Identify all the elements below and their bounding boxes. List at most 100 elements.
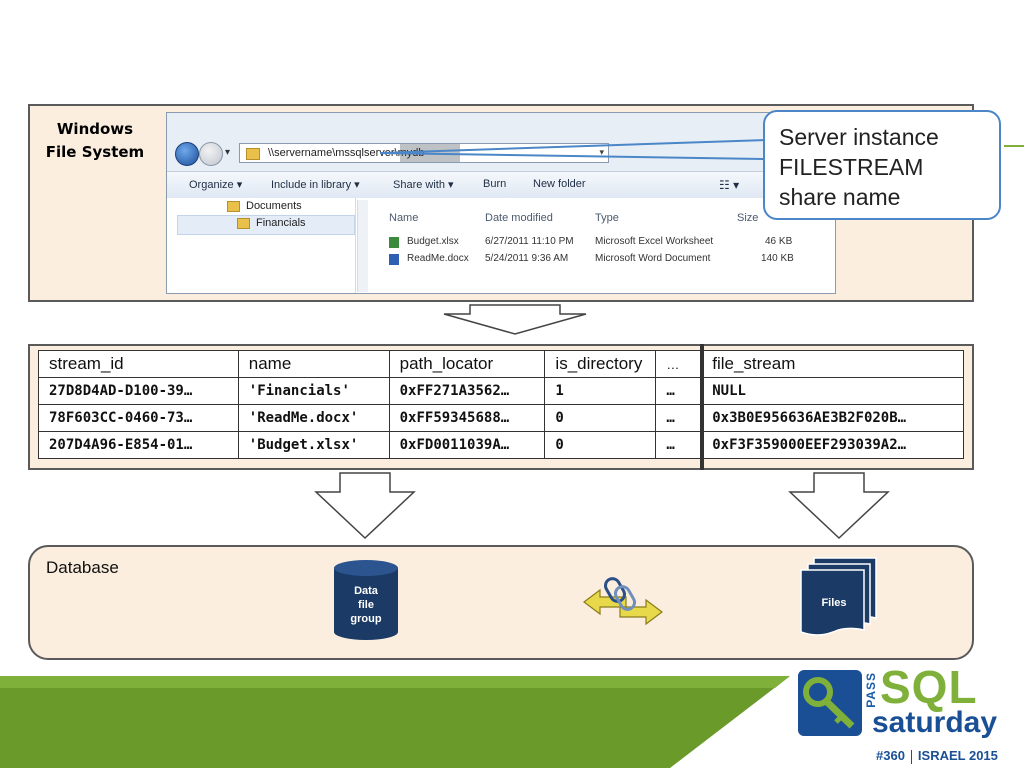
table-row: 78F603CC-0460-73… 'ReadMe.docx' 0xFF5934…: [38, 404, 964, 432]
file-name: Budget.xlsx: [407, 236, 459, 247]
files-stack-icon: [800, 557, 877, 636]
label-line: Data: [354, 585, 378, 597]
pointer-line: [380, 139, 766, 154]
tree-selection: [177, 215, 355, 235]
column-header: is_directory: [544, 350, 657, 378]
callout-line: FILESTREAM: [779, 154, 924, 180]
files-label: Files: [821, 597, 847, 609]
include-in-library-button[interactable]: Include in library ▾: [271, 179, 360, 191]
table-cell: 0xFD0011039A…: [388, 431, 546, 459]
windows-file-system-label: Windows File System: [45, 120, 145, 161]
organize-button[interactable]: Organize ▾: [189, 179, 243, 191]
green-band: [0, 676, 790, 768]
table-header-row: stream_id name path_locator is_directory…: [38, 350, 964, 378]
folder-icon: [227, 200, 240, 212]
view-options-icon[interactable]: ☷ ▾: [719, 178, 740, 192]
divider: [353, 216, 354, 276]
table-cell: 27D8D4AD-D100-39…: [38, 377, 239, 405]
back-button[interactable]: [175, 142, 199, 166]
folder-icon: [246, 148, 260, 160]
tree-scrollbar[interactable]: [357, 200, 368, 292]
file-row[interactable]: ReadMe.docx 5/24/2011 9:36 AM Microsoft …: [385, 253, 835, 269]
chevron-down-icon[interactable]: ▾: [599, 147, 604, 157]
logo-event-text: #360 ISRAEL 2015: [876, 748, 998, 764]
label-line: file: [358, 599, 374, 611]
table-cell: NULL: [701, 377, 964, 405]
table-divider: [700, 344, 704, 470]
folder-icon: [237, 217, 250, 229]
table-cell: 1: [544, 377, 657, 405]
tree-item-documents[interactable]: Documents: [227, 200, 302, 216]
label-line: group: [350, 613, 382, 625]
table-row: 27D8D4AD-D100-39… 'Financials' 0xFF271A3…: [38, 377, 964, 405]
pointer-line: [380, 152, 766, 160]
table-cell: 0xF3F359000EEF293039A2…: [701, 431, 964, 459]
sqlsaturday-key-logo-icon: [798, 670, 862, 736]
tree-item-label: Documents: [246, 200, 302, 212]
data-file-group-label: Data file group: [336, 584, 396, 626]
database-cylinder-icon: [334, 560, 398, 640]
file-name: ReadMe.docx: [407, 253, 469, 264]
file-size: 140 KB: [761, 253, 794, 264]
explorer-content: Documents Financials Name Date modified …: [167, 198, 835, 293]
tree-item-label: Financials: [256, 217, 306, 229]
file-modified: 6/27/2011 11:10 PM: [485, 236, 574, 247]
filetable: stream_id name path_locator is_directory…: [38, 350, 964, 459]
column-date-modified[interactable]: Date modified: [485, 212, 553, 224]
file-type: Microsoft Excel Worksheet: [595, 236, 714, 247]
link-transfer-icon: [583, 577, 663, 626]
database-label: Database: [46, 558, 119, 577]
column-header: …: [655, 350, 703, 378]
file-size: 46 KB: [765, 236, 793, 247]
down-arrow-icon: [314, 472, 416, 540]
table-cell: 0: [544, 431, 657, 459]
down-arrow-icon: [788, 472, 890, 540]
callout-line: Server instance: [779, 124, 939, 150]
column-header: stream_id: [38, 350, 239, 378]
burn-button[interactable]: Burn: [483, 178, 507, 190]
column-header: file_stream: [701, 350, 964, 378]
callout-share-name: Server instance FILESTREAM share name: [763, 110, 1001, 220]
tree-item-financials[interactable]: Financials: [237, 217, 306, 233]
table-cell: 78F603CC-0460-73…: [38, 404, 239, 432]
forward-button[interactable]: [199, 142, 223, 166]
column-header: name: [237, 350, 390, 378]
event-place: ISRAEL 2015: [917, 748, 998, 763]
file-type: Microsoft Word Document: [595, 253, 711, 264]
logo-saturday-text: saturday: [872, 706, 998, 739]
logo-sql-text: SQL: [880, 661, 978, 713]
column-header: path_locator: [388, 350, 546, 378]
word-icon: [389, 254, 399, 265]
column-type[interactable]: Type: [595, 212, 619, 224]
table-row: 207D4A96-E854-01… 'Budget.xlsx' 0xFD0011…: [38, 431, 964, 459]
table-cell: 'Budget.xlsx': [237, 431, 390, 459]
callout-line: share name: [779, 184, 901, 210]
excel-icon: [389, 237, 399, 248]
table-cell: …: [655, 431, 703, 459]
file-modified: 5/24/2011 9:36 AM: [485, 253, 569, 264]
decorative-line: [1004, 145, 1024, 147]
down-arrow-icon: [443, 304, 587, 335]
table-cell: 207D4A96-E854-01…: [38, 431, 239, 459]
explorer-toolbar: Organize ▾ Include in library ▾ Share wi…: [167, 171, 835, 199]
table-cell: 0xFF59345688…: [388, 404, 546, 432]
share-with-button[interactable]: Share with ▾: [393, 179, 454, 191]
table-cell: 0x3B0E956636AE3B2F020B…: [701, 404, 964, 432]
divider: [910, 749, 912, 764]
event-number: #360: [876, 748, 905, 763]
table-cell: …: [655, 404, 703, 432]
table-cell: 0: [544, 404, 657, 432]
table-cell: 'Financials': [237, 377, 390, 405]
column-name[interactable]: Name: [389, 212, 419, 224]
table-cell: …: [655, 377, 703, 405]
chevron-down-icon[interactable]: ▾: [225, 147, 231, 158]
file-list-header: Name Date modified Type Size: [385, 212, 835, 228]
callout-pointer: [380, 139, 766, 160]
file-row[interactable]: Budget.xlsx 6/27/2011 11:10 PM Microsoft…: [385, 236, 835, 252]
navigation-tree: Documents Financials: [175, 198, 356, 293]
new-folder-button[interactable]: New folder: [533, 178, 586, 190]
table-cell: 'ReadMe.docx': [237, 404, 390, 432]
address-text: \\servername\mssqlserver\mydb: [268, 147, 425, 159]
column-size[interactable]: Size: [737, 212, 759, 224]
table-cell: 0xFF271A3562…: [388, 377, 546, 405]
